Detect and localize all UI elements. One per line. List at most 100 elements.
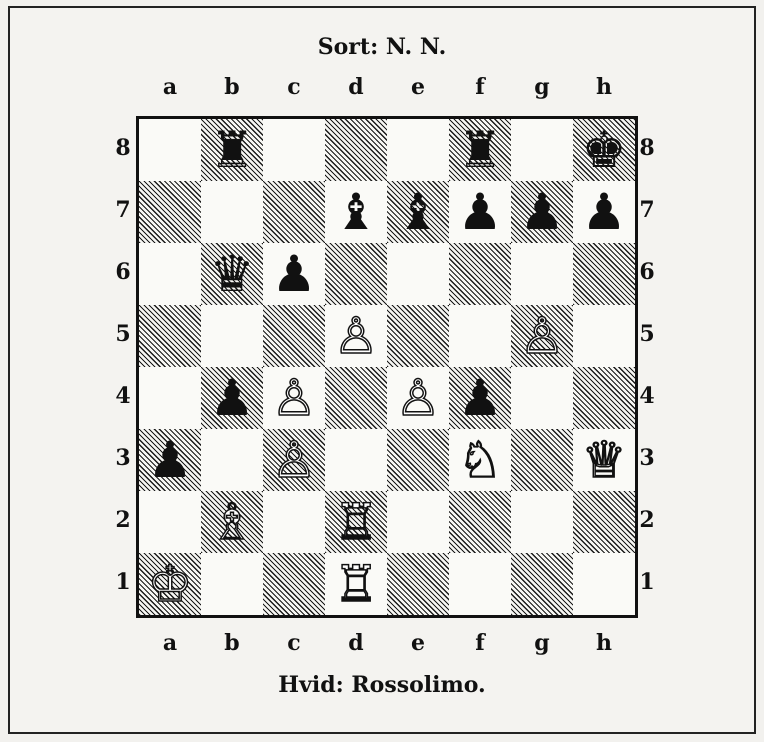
black-pawn-icon: ♟: [573, 181, 635, 243]
file-label-bottom: g: [511, 630, 573, 656]
square-f3: ♘: [449, 429, 511, 491]
rank-label-left: 3: [114, 445, 132, 471]
square-f1: [449, 553, 511, 615]
square-h1: [573, 553, 635, 615]
black-pawn-icon: ♟: [263, 243, 325, 305]
file-label-top: f: [449, 74, 511, 100]
square-c4: ♙: [263, 367, 325, 429]
square-f5: [449, 305, 511, 367]
square-h8: ♚: [573, 119, 635, 181]
square-d5: ♙: [325, 305, 387, 367]
square-a2: [139, 491, 201, 553]
rank-label-left: 4: [114, 383, 132, 409]
white-king-icon: ♔: [139, 553, 201, 615]
square-d2: ♖: [325, 491, 387, 553]
square-h6: [573, 243, 635, 305]
rank-label-right: 3: [638, 445, 656, 471]
square-h4: [573, 367, 635, 429]
black-rook-icon: ♜: [449, 119, 511, 181]
square-a1: ♔: [139, 553, 201, 615]
white-player-caption: Hvid: Rossolimo.: [0, 672, 764, 698]
black-player-caption: Sort: N. N.: [0, 34, 764, 60]
rank-label-left: 1: [114, 569, 132, 595]
file-label-bottom: c: [263, 630, 325, 656]
white-pawn-icon: ♙: [325, 305, 387, 367]
square-a3: ♟: [139, 429, 201, 491]
square-c8: [263, 119, 325, 181]
square-f6: [449, 243, 511, 305]
file-label-bottom: f: [449, 630, 511, 656]
white-bishop-icon: ♗: [201, 491, 263, 553]
file-label-top: d: [325, 74, 387, 100]
rank-label-right: 6: [638, 259, 656, 285]
square-a7: [139, 181, 201, 243]
square-g2: [511, 491, 573, 553]
square-e5: [387, 305, 449, 367]
file-label-top: h: [573, 74, 635, 100]
square-b5: [201, 305, 263, 367]
square-h3: ♕: [573, 429, 635, 491]
square-b3: [201, 429, 263, 491]
square-f7: ♟: [449, 181, 511, 243]
square-b6: ♛: [201, 243, 263, 305]
rank-label-left: 2: [114, 507, 132, 533]
square-d4: [325, 367, 387, 429]
black-bishop-icon: ♝: [325, 181, 387, 243]
square-c6: ♟: [263, 243, 325, 305]
square-f8: ♜: [449, 119, 511, 181]
file-label-top: a: [139, 74, 201, 100]
square-g7: ♟: [511, 181, 573, 243]
black-pawn-icon: ♟: [449, 367, 511, 429]
black-pawn-icon: ♟: [201, 367, 263, 429]
rank-label-left: 8: [114, 135, 132, 161]
white-pawn-icon: ♙: [511, 305, 573, 367]
file-label-bottom: e: [387, 630, 449, 656]
black-bishop-icon: ♝: [387, 181, 449, 243]
square-g1: [511, 553, 573, 615]
file-label-bottom: d: [325, 630, 387, 656]
square-e7: ♝: [387, 181, 449, 243]
white-pawn-icon: ♙: [387, 367, 449, 429]
square-g8: [511, 119, 573, 181]
rank-label-left: 5: [114, 321, 132, 347]
square-d3: [325, 429, 387, 491]
square-b4: ♟: [201, 367, 263, 429]
file-label-top: e: [387, 74, 449, 100]
rank-label-right: 2: [638, 507, 656, 533]
square-e4: ♙: [387, 367, 449, 429]
rank-label-left: 7: [114, 197, 132, 223]
square-g6: [511, 243, 573, 305]
square-d6: [325, 243, 387, 305]
square-f4: ♟: [449, 367, 511, 429]
square-b2: ♗: [201, 491, 263, 553]
square-d7: ♝: [325, 181, 387, 243]
rank-label-right: 7: [638, 197, 656, 223]
square-a4: [139, 367, 201, 429]
black-pawn-icon: ♟: [511, 181, 573, 243]
square-f2: [449, 491, 511, 553]
file-label-bottom: h: [573, 630, 635, 656]
rank-label-right: 8: [638, 135, 656, 161]
black-pawn-icon: ♟: [449, 181, 511, 243]
black-pawn-icon: ♟: [139, 429, 201, 491]
square-a8: [139, 119, 201, 181]
black-rook-icon: ♜: [201, 119, 263, 181]
square-c7: [263, 181, 325, 243]
white-rook-icon: ♖: [325, 491, 387, 553]
square-d8: [325, 119, 387, 181]
rank-label-right: 1: [638, 569, 656, 595]
rank-label-right: 4: [638, 383, 656, 409]
file-label-top: g: [511, 74, 573, 100]
white-pawn-icon: ♙: [263, 429, 325, 491]
square-h5: [573, 305, 635, 367]
square-a5: [139, 305, 201, 367]
square-b7: [201, 181, 263, 243]
square-e3: [387, 429, 449, 491]
file-label-top: c: [263, 74, 325, 100]
square-e2: [387, 491, 449, 553]
square-h7: ♟: [573, 181, 635, 243]
white-rook-icon: ♖: [325, 553, 387, 615]
chessboard: ♜♜♚♝♝♟♟♟♛♟♙♙♟♙♙♟♟♙♘♕♗♖♔♖: [136, 116, 638, 618]
white-queen-icon: ♕: [573, 429, 635, 491]
square-h2: [573, 491, 635, 553]
